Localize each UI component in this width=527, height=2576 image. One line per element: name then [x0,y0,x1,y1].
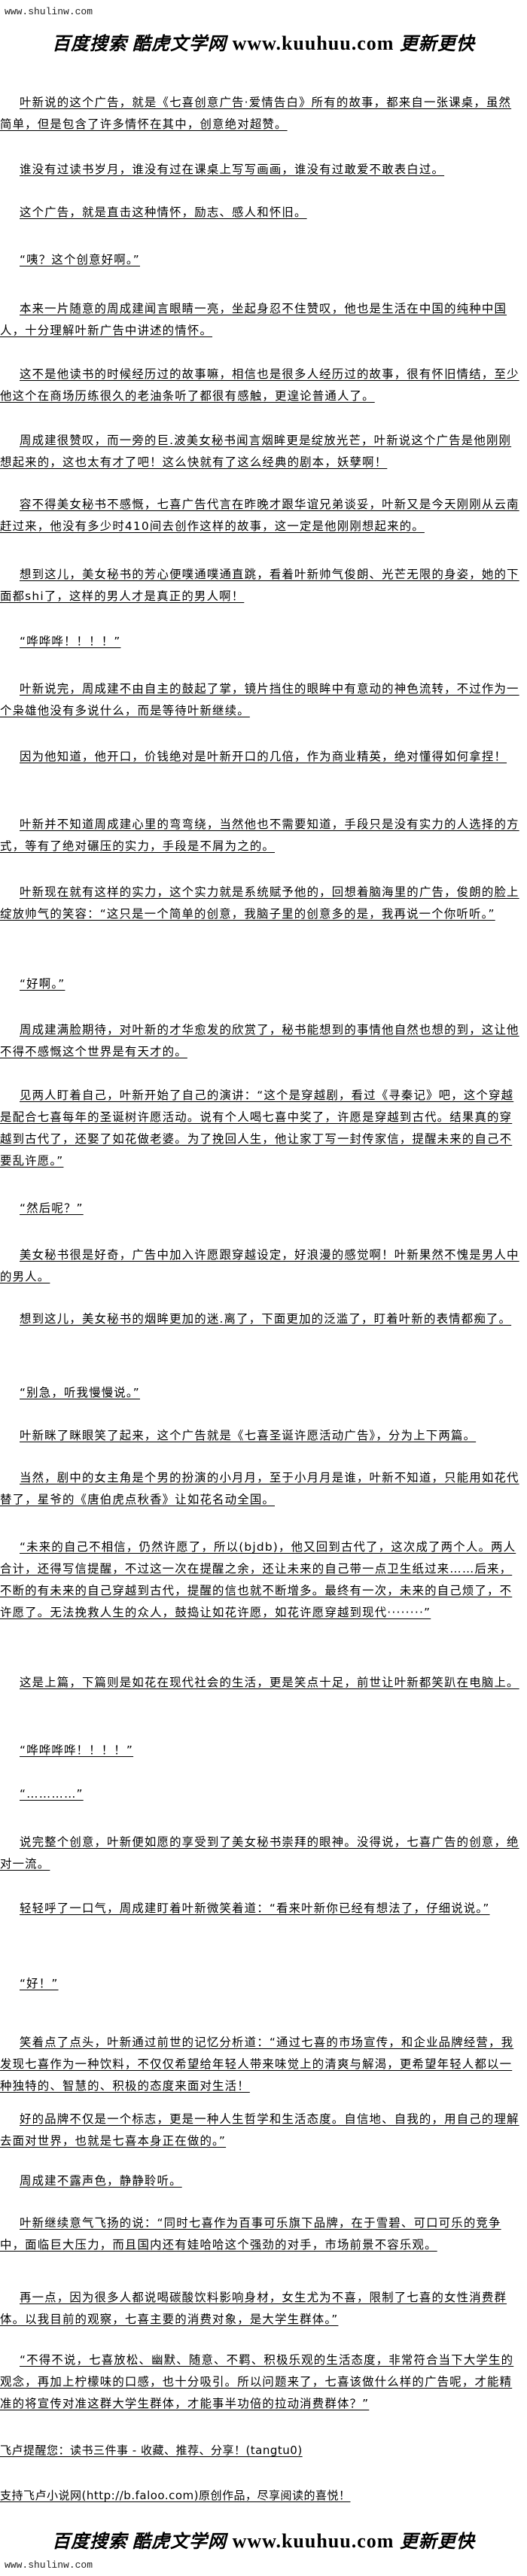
footer-support-link[interactable]: 支持飞卢小说网(http://b.faloo.com)原创作品，尽享阅读的喜悦！ [0,2489,351,2502]
paragraph: “咦？这个创意好啊。” [20,253,140,266]
banner-name: 百度搜索 酷虎文学网 [52,35,227,54]
paragraph: 周成建不露声色，静静聆听。 [20,2174,182,2188]
paragraph: 轻轻呼了一口气，周成建盯着叶新微笑着道：“看来叶新你已经有想法了，仔细说说。” [20,1902,490,1915]
paragraph: 再一点，因为很多人都说喝碳酸饮料影响身材，女生尤为不喜，限制了七喜的女性消费群体… [0,2291,507,2326]
paragraph: 笑着点了点头，叶新通过前世的记忆分析道：“通过七喜的市场宣传，和企业品牌经营，我… [0,2036,514,2093]
paragraph: “好！” [20,1977,59,1990]
banner-url: www.kuuhuu.com [232,32,394,54]
paragraph: 当然，剧中的女主角是个男的扮演的小月月，至于小月月是谁，叶新不知道，只能用如花代… [0,1471,519,1506]
site-banner-bottom[interactable]: 百度搜索 酷虎文学网 www.kuuhuu.com 更新更快 [0,2526,527,2553]
paragraph: 容不得美女秘书不感慨，七喜广告代言在昨晚才跟华谊兄弟谈妥，叶新又是今天刚刚从云南… [0,498,519,533]
paragraph: “哗哗哗！！！！” [20,635,121,648]
paragraph: “别急，听我慢慢说。” [20,1386,140,1399]
banner-tagline: 更新更快 [399,2532,475,2552]
paragraph: 周成建很赞叹，而一旁的巨.波美女秘书闻言烟眸更是绽放光芒，叶新说这个广告是他刚刚… [0,434,512,469]
paragraph: 本来一片随意的周成建闻言眼睛一亮，坐起身忍不住赞叹，他也是生活在中国的纯种中国人… [0,302,507,337]
paragraph: 想到这儿，美女秘书的烟眸更加的迷.离了，下面更加的泛滥了，盯着叶新的表情都痴了。 [20,1312,512,1326]
paragraph: 叶新眯了眯眼笑了起来，这个广告就是《七喜圣诞许愿活动广告》，分为上下两篇。 [20,1429,477,1442]
paragraph: “然后呢？” [20,1201,84,1215]
paragraph: 谁没有过读书岁月，谁没有过在课桌上写写画画，谁没有过敢爱不敢表白过。 [20,163,445,176]
paragraph: 这不是他读书的时候经历过的故事嘛，相信也是很多人经历过的故事，很有怀旧情结，至少… [0,367,519,403]
paragraph: 见两人盯着自己，叶新开始了自己的演讲：“这个是穿越剧，看过《寻秦记》吧，这个穿越… [0,1089,514,1168]
paragraph: 叶新继续意气飞扬的说：“同时七喜作为百事可乐旗下品牌，在于雪碧、可口可乐的竞争中… [0,2216,501,2252]
paragraph: “哗哗哗哗！！！！” [20,1743,134,1757]
paragraph: 叶新说的这个广告，就是《七喜创意广告·爱情告白》所有的故事，都来自一张课桌，虽然… [0,96,512,131]
paragraph: 想到这儿，美女秘书的芳心便噗通噗通直跳，看着叶新帅气俊朗、光芒无限的身姿，她的下… [0,568,519,603]
paragraph: 这是上篇，下篇则是如花在现代社会的生活，更是笑点十足，前世让叶新都笑趴在电脑上。 [20,1676,519,1689]
site-banner[interactable]: 百度搜索 酷虎文学网 www.kuuhuu.com 更新更快 [0,29,527,55]
banner-url: www.kuuhuu.com [232,2530,394,2552]
paragraph: 好的品牌不仅是一个标志，更是一种人生哲学和生活态度。自信地、自我的，用自己的理解… [0,2112,519,2148]
paragraph: 叶新说完，周成建不由自主的鼓起了掌，镜片挡住的眼眸中有意动的神色流转，不过作为一… [0,682,519,717]
paragraph: 叶新并不知道周成建心里的弯弯绕，当然他也不需要知道，手段只是没有实力的人选择的方… [0,818,519,853]
banner-tagline: 更新更快 [399,35,475,54]
paragraph: 这个广告，就是直击这种情怀，励志、感人和怀旧。 [20,206,307,219]
site-url-bottom: www.shulinw.com [5,2559,93,2571]
paragraph: “未来的自己不相信，仍然许愿了，所以(bjdb)，他又回到古代了，这次成了两个人… [0,1540,516,1619]
paragraph: “不得不说，七喜放松、幽默、随意、不羁、积极乐观的生活态度，非常符合当下大学生的… [0,2353,514,2410]
paragraph: 因为他知道，他开口，价钱绝对是叶新开口的几倍，作为商业精英，绝对懂得如何拿捏！ [20,750,507,763]
paragraph: 美女秘书很是好奇，广告中加入许愿跟穿越设定，好浪漫的感觉啊！叶新果然不愧是男人中… [0,1248,519,1283]
banner-name: 百度搜索 酷虎文学网 [52,2532,227,2552]
site-url: www.shulinw.com [5,6,93,17]
paragraph: 叶新现在就有这样的实力，这个实力就是系统赋予他的，回想着脑海里的广告，俊朗的脸上… [0,885,519,921]
paragraph: “…………” [20,1787,84,1801]
footer-reminder: 飞卢提醒您：读书三件事 - 收藏、推荐、分享！(tangtu0) [0,2444,303,2457]
paragraph: “好啊。” [20,977,65,991]
paragraph: 周成建满脸期待，对叶新的才华愈发的欣赏了，秘书能想到的事情他自然也想的到，这让他… [0,1023,519,1058]
paragraph: 说完整个创意，叶新便如愿的享受到了美女秘书崇拜的眼神。没得说，七喜广告的创意，绝… [0,1835,519,1871]
